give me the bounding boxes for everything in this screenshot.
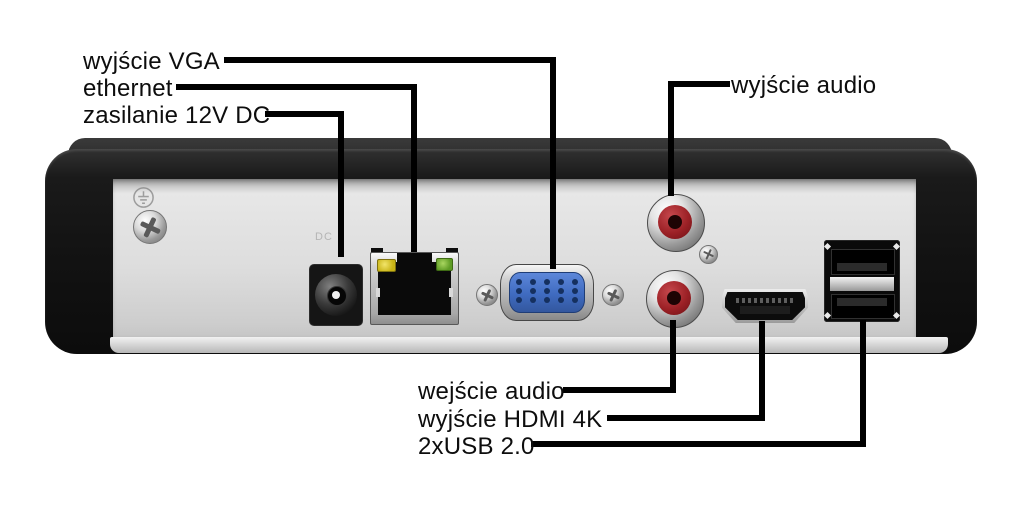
callout-line-ethernet [411, 84, 417, 252]
device-bottom-edge [110, 337, 948, 353]
usb-port-bottom [831, 294, 895, 319]
callout-line-vga [224, 57, 556, 63]
callout-line-usb [531, 441, 866, 447]
label-power-12v-dc: zasilanie 12V DC [83, 102, 271, 129]
ground-symbol-icon [133, 187, 154, 208]
hdmi-port [722, 289, 808, 323]
usb-ports [823, 240, 901, 322]
vga-pin-holes [509, 276, 585, 303]
dc-jack-pin [332, 291, 340, 299]
label-vga-output: wyjście VGA [83, 48, 220, 75]
label-audio-output: wyjście audio [731, 72, 877, 99]
label-hdmi-4k-output: wyjście HDMI 4K [418, 406, 603, 433]
ground-screw [133, 210, 167, 244]
rca-audio-in [646, 270, 704, 328]
callout-line-audio-in [670, 320, 676, 393]
usb-tongue [837, 263, 887, 271]
panel-screw-small [699, 245, 718, 264]
ethernet-led-yellow [377, 259, 396, 272]
vga-screw-right [602, 284, 624, 306]
callout-line-power [265, 111, 344, 117]
hdmi-tongue [740, 306, 790, 314]
callout-line-hdmi [607, 415, 765, 421]
vga-port [500, 264, 594, 321]
hdmi-pin-row [736, 298, 794, 303]
callout-line-power [338, 111, 344, 257]
vga-screw-left [476, 284, 498, 306]
usb-tongue [837, 298, 887, 306]
usb-port-top [831, 249, 895, 275]
rca-audio-out [647, 194, 705, 252]
callout-line-vga [550, 57, 556, 269]
callout-line-ethernet [176, 84, 417, 90]
callout-line-audio-in [563, 387, 676, 393]
label-usb-2x: 2xUSB 2.0 [418, 433, 535, 460]
label-ethernet: ethernet [83, 75, 173, 102]
rj45-side-pin-left [376, 288, 380, 297]
callout-line-usb [860, 320, 866, 447]
dc-panel-marking: DC [315, 231, 333, 243]
usb-divider [830, 277, 894, 291]
label-audio-input: wejście audio [418, 378, 565, 405]
callout-line-audio-out [668, 81, 674, 196]
rj45-side-pin-right [449, 288, 453, 297]
ethernet-led-green [436, 258, 453, 271]
ethernet-port [370, 248, 459, 325]
rca-center-hole [668, 215, 682, 229]
callout-line-hdmi [759, 321, 765, 421]
callout-line-audio-out [668, 81, 730, 87]
rca-center-hole [667, 291, 681, 305]
